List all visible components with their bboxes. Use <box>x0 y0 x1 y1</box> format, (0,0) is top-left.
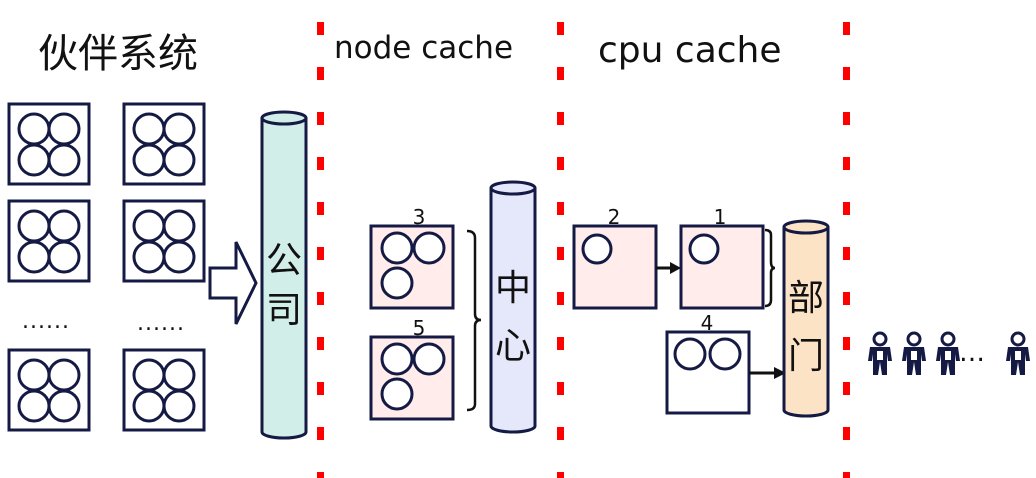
people-ellipsis: … <box>959 338 985 368</box>
ellipsis-left: ...... <box>22 309 70 334</box>
buddy-block <box>7 348 91 432</box>
department-cylinder: 部 门 <box>782 219 830 418</box>
buddy-block <box>7 199 91 283</box>
ellipsis-right: ...... <box>137 311 185 336</box>
block-number-4: 4 <box>701 311 714 335</box>
buddy-block-grid <box>7 102 206 432</box>
node-cache-block-5: 5 <box>369 316 455 421</box>
arrow-4-to-department <box>749 367 786 379</box>
person-icon <box>1006 331 1030 375</box>
block-number-2: 2 <box>608 205 621 229</box>
buddy-block <box>122 348 206 432</box>
section-title-buddy-system: 伙伴系统 <box>38 31 198 77</box>
person-icon <box>902 331 926 375</box>
people-group <box>868 331 1030 375</box>
cpu-cache-block-2: 2 <box>572 205 658 310</box>
block-number-3: 3 <box>413 205 426 229</box>
cpu-cache-brace <box>764 228 776 308</box>
cpu-cache-block-4: 4 <box>665 311 751 415</box>
center-label-1: 中 <box>495 268 531 309</box>
divider-line-2 <box>557 22 564 478</box>
person-icon <box>868 331 892 375</box>
section-title-node-cache: node cache <box>334 30 513 66</box>
divider-line-3 <box>843 22 850 478</box>
company-label-1: 公 <box>266 240 302 281</box>
arrow-2-to-1 <box>656 262 681 274</box>
center-label-2: 心 <box>495 326 531 367</box>
cpu-cache-block-1: 1 <box>679 205 765 310</box>
divider-line-1 <box>317 22 324 478</box>
block-number-1: 1 <box>714 205 727 229</box>
company-cylinder: 公 司 <box>260 110 308 440</box>
person-icon <box>936 331 960 375</box>
section-dividers <box>317 22 850 478</box>
node-cache-block-3: 3 <box>369 205 455 310</box>
buddy-block <box>7 102 91 186</box>
department-label-2: 门 <box>788 336 824 377</box>
buddy-block <box>122 199 206 283</box>
section-title-cpu-cache: cpu cache <box>598 30 782 71</box>
node-cache-brace <box>466 229 482 412</box>
flow-arrow-icon <box>208 241 258 325</box>
center-cylinder: 中 心 <box>489 180 537 434</box>
department-label-1: 部 <box>788 278 824 319</box>
block-number-5: 5 <box>413 316 426 340</box>
company-label-2: 司 <box>266 290 302 331</box>
buddy-block <box>122 102 206 186</box>
